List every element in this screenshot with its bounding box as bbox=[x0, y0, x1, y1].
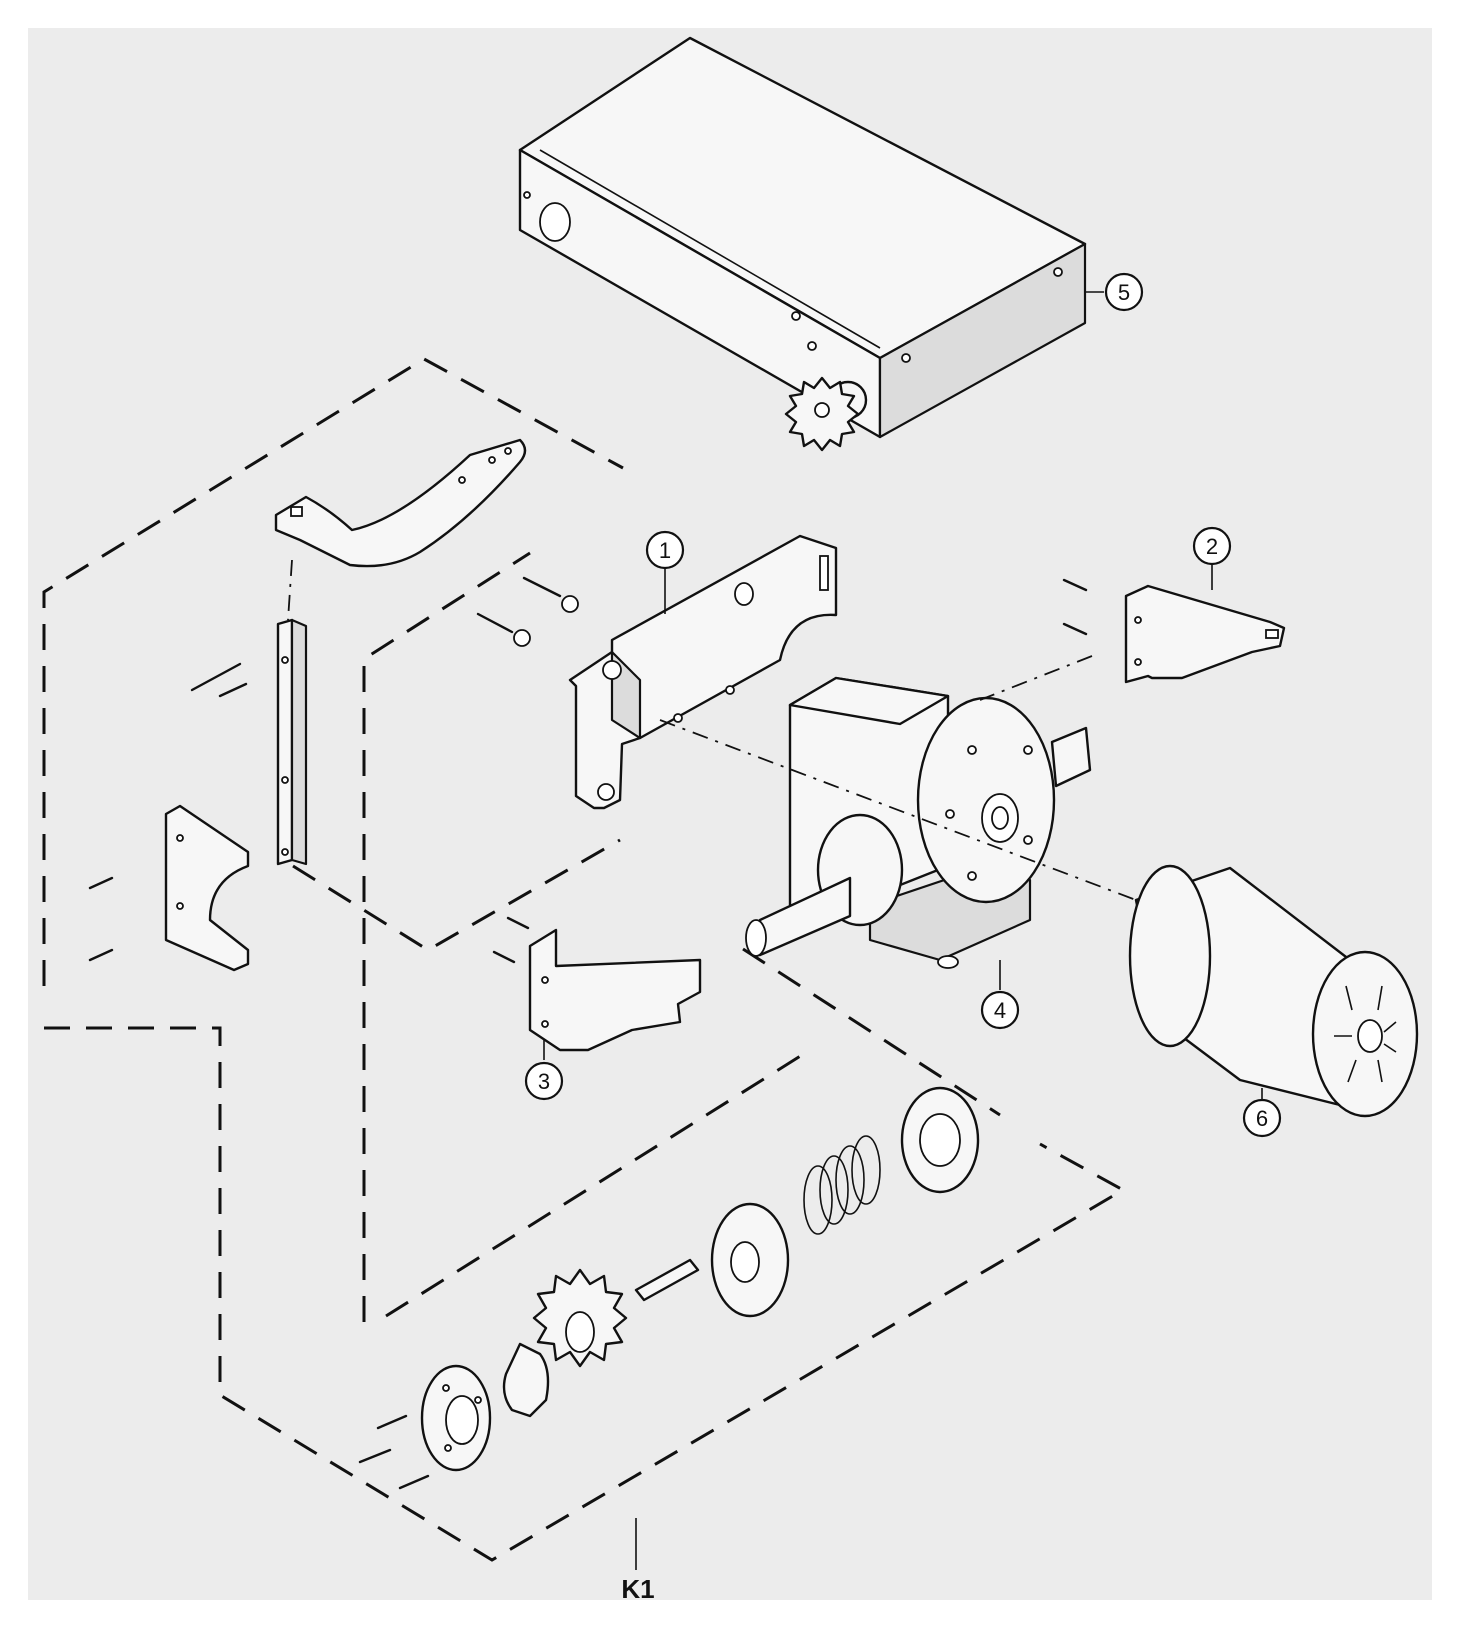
screws-left bbox=[88, 876, 114, 962]
callout-6-number: 6 bbox=[1256, 1106, 1268, 1131]
motor bbox=[1128, 864, 1419, 1118]
box-sprocket bbox=[784, 376, 868, 452]
callout-4-number: 4 bbox=[994, 998, 1006, 1023]
callout-5-number: 5 bbox=[1118, 280, 1130, 305]
split-ring bbox=[502, 1342, 550, 1418]
right-bracket bbox=[1124, 584, 1286, 684]
callout-2: 2 bbox=[1192, 526, 1232, 566]
callout-3: 3 bbox=[524, 1061, 564, 1101]
bolts-washers bbox=[476, 576, 579, 647]
pin bbox=[190, 662, 248, 698]
callout-4: 4 bbox=[980, 990, 1020, 1030]
leader-lines bbox=[287, 291, 1263, 1570]
main-bracket bbox=[568, 534, 838, 810]
callout-6: 6 bbox=[1242, 1098, 1282, 1138]
callout-3-number: 3 bbox=[538, 1069, 550, 1094]
clutch-hub bbox=[710, 1202, 790, 1318]
callout-1: 1 bbox=[645, 530, 685, 570]
assembly-label-k1: K1 bbox=[621, 1574, 654, 1604]
curved-arm bbox=[274, 438, 527, 568]
clamp-plate bbox=[164, 804, 250, 972]
screws-right bbox=[1062, 578, 1088, 636]
callout-1-number: 1 bbox=[659, 538, 671, 563]
flange-screws bbox=[358, 1414, 430, 1490]
washer bbox=[900, 1086, 980, 1194]
control-box bbox=[518, 36, 1087, 439]
motor-vents bbox=[1334, 985, 1397, 1083]
lower-bracket bbox=[528, 928, 702, 1052]
screws-lower bbox=[492, 916, 530, 964]
gearbox bbox=[745, 676, 1092, 969]
flange-plate bbox=[420, 1364, 492, 1472]
key-bar bbox=[634, 1258, 700, 1302]
spring bbox=[803, 1135, 881, 1235]
drive-sprocket bbox=[532, 1268, 628, 1368]
callout-2-number: 2 bbox=[1206, 534, 1218, 559]
dashed-envelope-upper bbox=[42, 357, 1127, 1562]
callout-5: 5 bbox=[1104, 272, 1144, 312]
vertical-bar bbox=[276, 618, 308, 866]
